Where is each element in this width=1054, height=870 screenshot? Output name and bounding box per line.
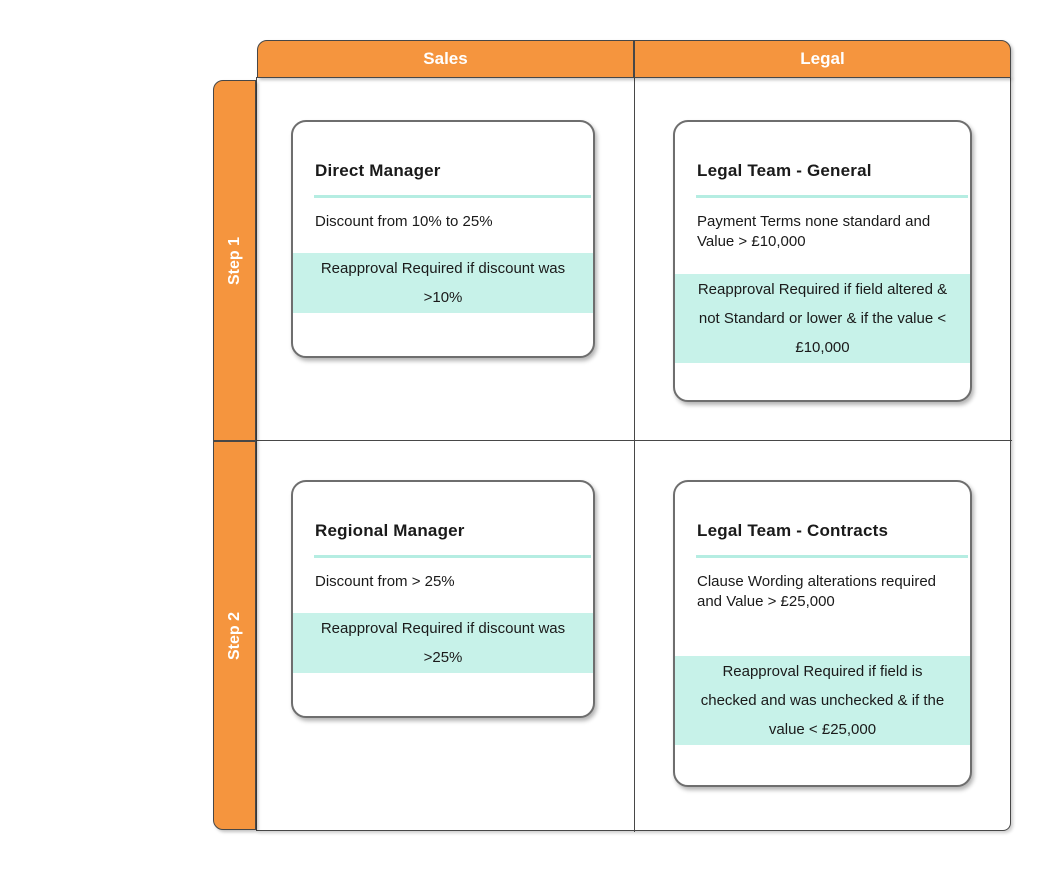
card-regional-manager: Regional Manager Discount from > 25% Rea… [291,480,595,718]
card-title: Legal Team - General [697,161,872,180]
row-header-step2-label: Step 2 [225,611,243,660]
card-title: Direct Manager [315,161,441,180]
grid-cell-step2-sales [257,441,635,832]
column-header-bar: Sales Legal [257,40,1011,78]
row-header-bar: Step 1 Step 2 [213,80,256,830]
card-divider-rule [314,555,591,558]
column-header-legal-label: Legal [800,49,845,68]
card-title: Legal Team - Contracts [697,521,889,540]
row-header-step1: Step 1 [214,81,255,440]
card-body-text: Discount from 10% to 25% [315,213,493,230]
card-legal-team-contracts: Legal Team - Contracts Clause Wording al… [673,480,972,787]
card-highlight-note: Reapproval Required if field is checked … [675,656,970,745]
card-body-text: Payment Terms none standard and Value > … [697,213,931,250]
column-header-sales-label: Sales [423,49,468,68]
card-divider-rule [696,555,968,558]
card-title: Regional Manager [315,521,465,540]
card-divider-rule [696,195,968,198]
card-body-text: Clause Wording alterations required and … [697,573,937,610]
grid-cell-step1-legal [635,78,1012,441]
column-header-sales: Sales [258,41,633,77]
card-body-text: Discount from > 25% [315,573,455,590]
card-legal-team-general: Legal Team - General Payment Terms none … [673,120,972,402]
row-header-step2: Step 2 [214,440,255,829]
row-header-step1-label: Step 1 [225,236,243,285]
card-highlight-note: Reapproval Required if field altered & n… [675,274,970,363]
card-divider-rule [314,195,591,198]
card-direct-manager: Direct Manager Discount from 10% to 25% … [291,120,595,358]
card-highlight-note: Reapproval Required if discount was >25% [293,613,593,673]
grid-cell-step1-sales [257,78,635,441]
column-header-legal: Legal [633,41,1010,77]
card-highlight-note: Reapproval Required if discount was >10% [293,253,593,313]
